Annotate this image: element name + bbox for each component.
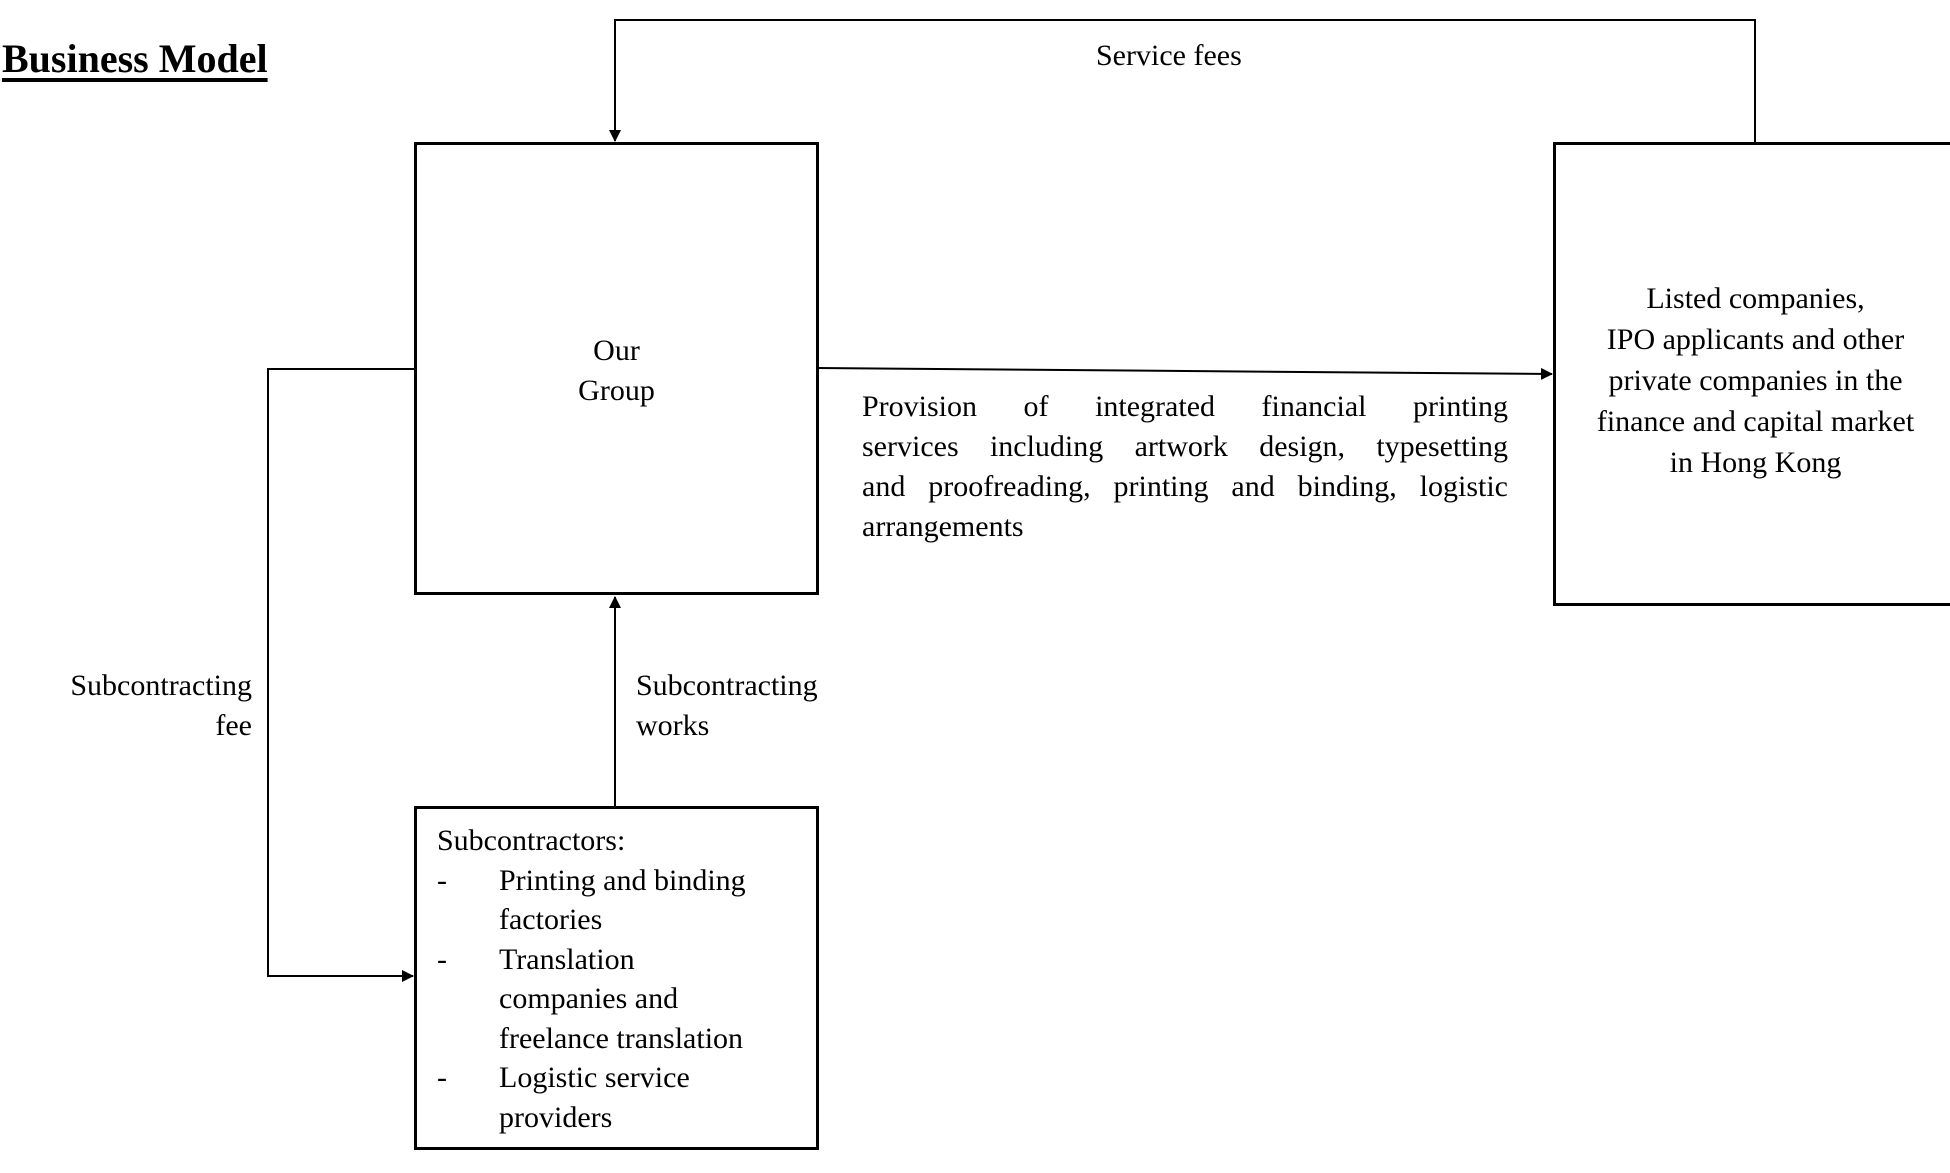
subcontractors-content: Subcontractors: - Printing and binding f…: [437, 821, 746, 1137]
subcontracting-works-label-line: Subcontracting: [636, 669, 818, 702]
subcontracting-fee-label-line: Subcontracting: [70, 669, 252, 702]
subcontractors-heading: Subcontractors:: [437, 824, 626, 857]
subcontracting-works-label: Subcontracting works: [636, 666, 818, 746]
subcontracting-works-label-line: works: [636, 709, 710, 742]
subcontractor-item: - Printing and binding factories: [437, 861, 746, 940]
subcontracting-fee-arrow: [267, 368, 415, 982]
group-node: Our Group: [414, 142, 819, 595]
provision-label-line: services including artwork design, types…: [862, 430, 1508, 463]
service-fees-label: Service fees: [1096, 39, 1242, 72]
group-label-line: Our: [593, 334, 640, 367]
customers-label-line: Listed companies,: [1646, 282, 1865, 315]
customers-node: Listed companies, IPO applicants and oth…: [1553, 142, 1950, 606]
service-fees-arrow: [609, 19, 1756, 143]
provision-label: Provision of integrated financial printi…: [862, 387, 1508, 547]
provision-arrow: [817, 367, 1553, 380]
subcontracting-fee-label-line: fee: [215, 709, 252, 742]
provision-label-line: arrangements: [862, 510, 1024, 543]
subcontractor-item-line: Translation: [499, 942, 635, 976]
subcontractors-node: Subcontractors: - Printing and binding f…: [414, 806, 819, 1150]
subcontractor-item-line: Logistic service: [499, 1061, 690, 1094]
subcontractor-item-line: providers: [499, 1100, 613, 1134]
provision-label-line: Provision of integrated financial printi…: [862, 390, 1508, 423]
subcontractor-item-line: Printing and binding: [499, 863, 746, 897]
customers-label-line: finance and capital market: [1596, 405, 1915, 438]
subcontractor-item-line: companies and: [499, 982, 679, 1015]
subcontractor-item: - Logistic service providers: [437, 1058, 746, 1137]
bullet-dash: -: [437, 863, 447, 897]
subcontractor-item-line: factories: [499, 903, 603, 936]
customers-label: Listed companies, IPO applicants and oth…: [1556, 278, 1950, 483]
group-label-line: Group: [578, 374, 655, 407]
subcontractor-item: - Translation companies and freelance tr…: [437, 940, 746, 1059]
provision-label-line: and proofreading, printing and binding, …: [862, 470, 1508, 503]
bullet-dash: -: [437, 942, 447, 976]
customers-label-line: IPO applicants and other: [1606, 323, 1905, 356]
group-label: Our Group: [417, 331, 816, 411]
customers-label-line: private companies in the: [1608, 364, 1903, 397]
page-title: Business Model: [2, 36, 268, 81]
customers-label-line: in Hong Kong: [1669, 446, 1842, 479]
subcontracting-fee-label: Subcontracting fee: [40, 666, 252, 746]
bullet-dash: -: [437, 1061, 447, 1094]
subcontractor-item-line: freelance translation: [499, 1021, 744, 1055]
